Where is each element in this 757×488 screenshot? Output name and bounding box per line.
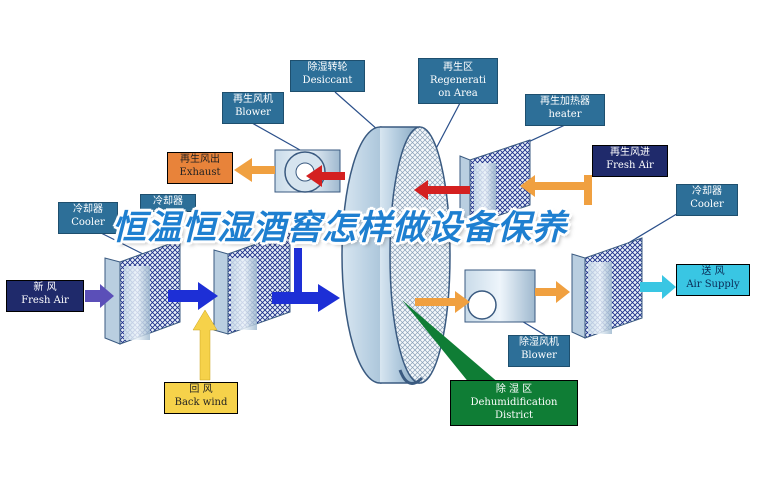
- label-dehumid-en2: District: [495, 410, 533, 421]
- label-fresh-air: 新 风 Fresh Air: [6, 280, 84, 312]
- arrow-back-wind: [192, 309, 218, 381]
- cooler-right-coil: [571, 237, 643, 339]
- airflow-arrows: [85, 158, 676, 381]
- label-back-wind-zh: 回 风: [189, 384, 213, 395]
- label-regen-blower-zh: 再生风机: [233, 94, 273, 105]
- label-process-blower-en: Blower: [521, 350, 557, 361]
- label-cooler-left-en: Cooler: [71, 217, 105, 228]
- label-desiccant-zh: 除湿转轮: [307, 62, 348, 73]
- label-exhaust: 再生风出 Exhaust: [167, 152, 233, 184]
- arrow-regen-into-wheel: [414, 180, 470, 200]
- arrow-coil-to-coil: [168, 282, 218, 310]
- arrow-air-supply: [640, 275, 676, 299]
- desiccant-wheel: [341, 126, 451, 385]
- arrow-coil-to-wheel: [272, 284, 340, 312]
- label-regeneration-en2: on Area: [438, 88, 478, 99]
- label-cooler-right-zh: 冷却器: [692, 186, 722, 197]
- cooler-mid-coil: [213, 231, 291, 335]
- label-air-supply-zh: 送 风: [701, 266, 725, 277]
- regen-heater-unit: [459, 139, 531, 226]
- label-dehumid: 除 湿 区 Dehumidification District: [450, 380, 578, 426]
- label-air-supply-en: Air Supply: [686, 279, 740, 290]
- pointer-regen-blower: [251, 122, 301, 151]
- label-exhaust-en: Exhaust: [179, 167, 221, 178]
- label-regeneration-zh: 再生区: [443, 62, 473, 73]
- label-regen-fresh-air-en: Fresh Air: [606, 160, 654, 171]
- arrow-regen-to-blower: [306, 165, 345, 187]
- label-regen-fresh-air: 再生风进 Fresh Air: [592, 145, 668, 177]
- label-regen-heater: 再生加热器 heater: [525, 94, 605, 126]
- label-dehumid-en1: Dehumidification: [470, 397, 558, 408]
- label-process-blower-zh: 除湿风机: [519, 337, 559, 348]
- pointer-desiccant: [334, 91, 379, 131]
- label-regen-fresh-air-zh: 再生风进: [610, 147, 650, 158]
- arrow-regen-fresh-air: [520, 175, 590, 197]
- label-back-wind-en: Back wind: [174, 397, 228, 408]
- label-regeneration: 再生区 Regenerati on Area: [418, 58, 498, 104]
- pointer-cooler-right: [624, 211, 681, 246]
- label-cooler-left-zh: 冷却器: [73, 204, 103, 215]
- label-regen-heater-en: heater: [548, 109, 582, 120]
- regen-blower-unit: [274, 149, 341, 193]
- label-regen-heater-zh: 再生加热器: [540, 96, 590, 107]
- label-air-supply: 送 风 Air Supply: [676, 264, 750, 296]
- label-desiccant: 除湿转轮 Desiccant: [290, 60, 365, 92]
- page-title: 恒温恒湿酒窖怎样做设备保养: [112, 208, 567, 248]
- pointer-dehumid: [402, 300, 500, 384]
- label-regen-blower: 再生风机 Blower: [222, 92, 284, 124]
- label-regen-blower-en: Blower: [235, 107, 271, 118]
- arrow-fresh-air: [85, 284, 114, 308]
- label-desiccant-en: Desiccant: [302, 75, 353, 86]
- label-process-blower: 除湿风机 Blower: [508, 335, 570, 367]
- arrow-blower-to-cooler: [535, 281, 570, 303]
- arrow-exhaust: [234, 158, 275, 182]
- pointer-cooler-left: [94, 229, 146, 256]
- label-back-wind: 回 风 Back wind: [164, 382, 238, 414]
- label-fresh-air-en: Fresh Air: [21, 295, 69, 306]
- cooler-left-coil: [104, 239, 181, 345]
- label-cooler-left-2: 冷却器: [140, 194, 196, 212]
- label-dehumid-zh: 除 湿 区: [495, 384, 533, 395]
- label-exhaust-zh: 再生风出: [180, 154, 220, 165]
- label-regeneration-en1: Regenerati: [429, 75, 487, 86]
- label-fresh-air-zh: 新 风: [33, 282, 57, 293]
- label-cooler-right-en: Cooler: [690, 199, 724, 210]
- process-blower-unit: [464, 269, 536, 323]
- label-cooler-left-2-zh: 冷却器: [153, 196, 183, 207]
- arrow-process-to-blower: [415, 291, 470, 313]
- label-cooler-right: 冷却器 Cooler: [676, 184, 738, 216]
- label-cooler-left: 冷却器 Cooler: [58, 202, 118, 234]
